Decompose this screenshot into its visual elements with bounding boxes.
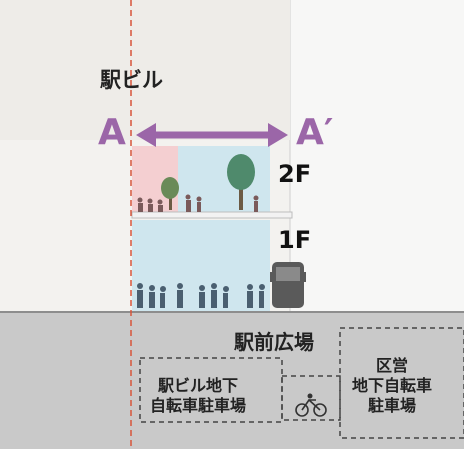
ward-bicycle-parking-line-3: 駐車場 [368,396,417,415]
people-group-1f [137,283,265,308]
station-building-upper [0,0,290,140]
station-plaza-label: 駅前広場 [234,330,314,354]
floor-2-slab [131,211,293,219]
section-end-label: A′ [296,112,334,153]
station-bicycle-parking-line-2: 自転車駐車場 [150,396,247,415]
section-start-label: A [98,112,126,153]
station-building-label: 駅ビル [100,68,163,92]
tree-icon [227,154,255,210]
ward-bicycle-parking-line-1: 区営 [376,356,409,375]
plaza-box [281,375,341,421]
floor-2-label: 2F [278,160,312,188]
bicycle-icon [295,393,327,417]
tree-icon [161,177,179,210]
floor-1-label: 1F [278,226,312,254]
people-group-2f [137,194,259,212]
station-bicycle-parking-line-1: 駅ビル地下 [158,376,239,395]
adjacent-building [290,0,464,312]
plaza-band [0,330,464,354]
bus-icon [270,262,306,308]
station-bicycle-parking-label: 駅ビル地下 自転車駐車場 [150,376,246,416]
section-arrow [136,123,288,147]
ward-bicycle-parking-label: 区営 地下自転車 駐車場 [352,356,432,416]
ward-bicycle-parking-line-2: 地下自転車 [352,376,433,395]
